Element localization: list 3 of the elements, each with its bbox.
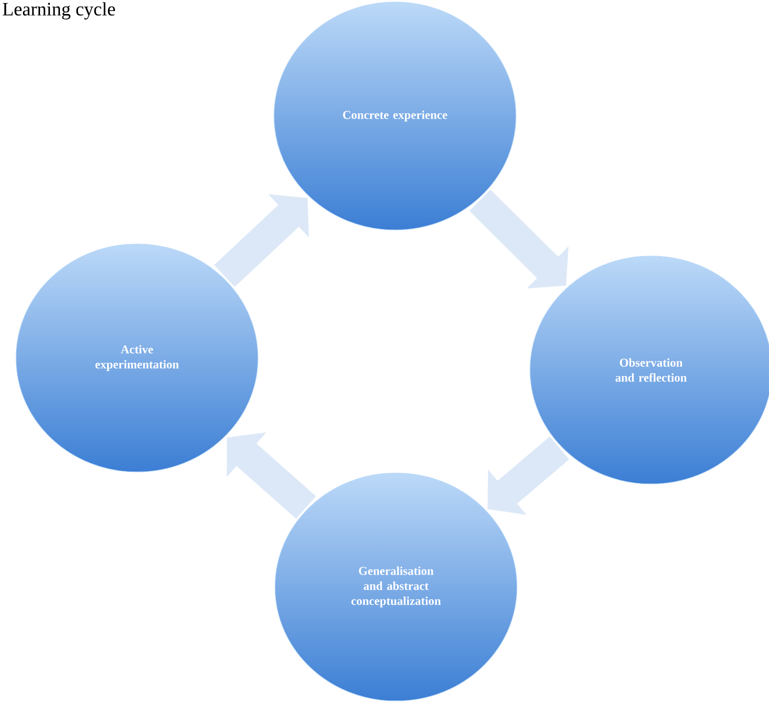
title: Learning cycle xyxy=(2,2,115,20)
block-arrow xyxy=(214,194,309,287)
block-arrow xyxy=(488,436,570,515)
